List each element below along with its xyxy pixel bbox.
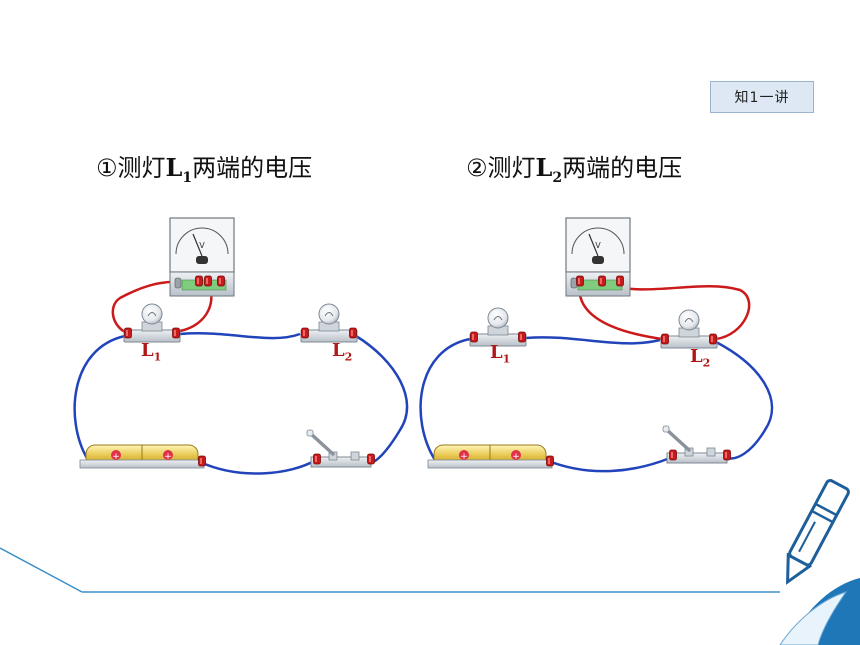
battery: + + [79,444,206,469]
caption-prefix: ①测灯 [96,154,166,182]
battery-plus-sign: + [112,452,120,462]
voltmeter-unit: V [199,241,205,250]
lamp-label-letter: L [490,342,503,363]
wire [355,334,409,464]
battery: + + [427,444,554,469]
lamp-l1 [123,303,181,343]
caption-prefix: ②测灯 [466,154,536,182]
caption-suffix: 两端的电压 [562,154,683,182]
lamp-label-letter: L [141,340,154,361]
lamp-label-l1: L1 [490,342,510,366]
meter-wire [111,279,185,334]
meter-wire [602,280,751,341]
lamp-label-sub: 2 [702,356,711,370]
section-tag: 知1一讲 [710,81,814,113]
caption-suffix: 两端的电压 [192,154,313,182]
caption-lamp-sub: 2 [552,169,563,186]
lamp-label-sub: 1 [502,352,511,366]
voltmeter: V [169,217,235,297]
decorative-line [0,547,83,593]
caption-lamp-sub: 1 [182,169,193,186]
lamp-label-letter: L [332,340,345,361]
caption-measure-l1: ①测灯L1两端的电压 [96,148,312,186]
battery-plus-sign: + [512,452,520,462]
lamp-label-l2: L2 [332,340,352,364]
wire [179,332,301,340]
lamp-label-sub: 2 [344,350,353,364]
wire [419,337,471,461]
lamp-label-letter: L [690,346,703,367]
caption-lamp-letter: L [535,153,553,182]
lamp-label-l1: L1 [141,340,161,364]
lamp-l1 [469,307,527,347]
lamp-label-l2: L2 [690,346,710,370]
lamp-l2 [660,309,718,349]
battery-plus-sign: + [164,452,172,462]
pen-icon [786,479,850,585]
wire [545,456,671,473]
battery-plus-sign: + [460,452,468,462]
wire [199,458,317,475]
voltmeter: V [565,217,631,297]
switch [661,424,731,465]
circuit-left: V + + [73,217,409,475]
voltmeter-unit: V [595,241,601,250]
caption-lamp-letter: L [165,153,183,182]
caption-measure-l2: ②测灯L2两端的电压 [466,148,682,186]
wire [73,334,126,461]
lamp-l2 [300,303,358,343]
lamp-label-sub: 1 [153,350,162,364]
wire [525,336,661,345]
page-curl-icon [779,578,860,645]
switch [305,428,375,469]
circuit-right: V + + [419,217,774,473]
wire [715,340,774,460]
